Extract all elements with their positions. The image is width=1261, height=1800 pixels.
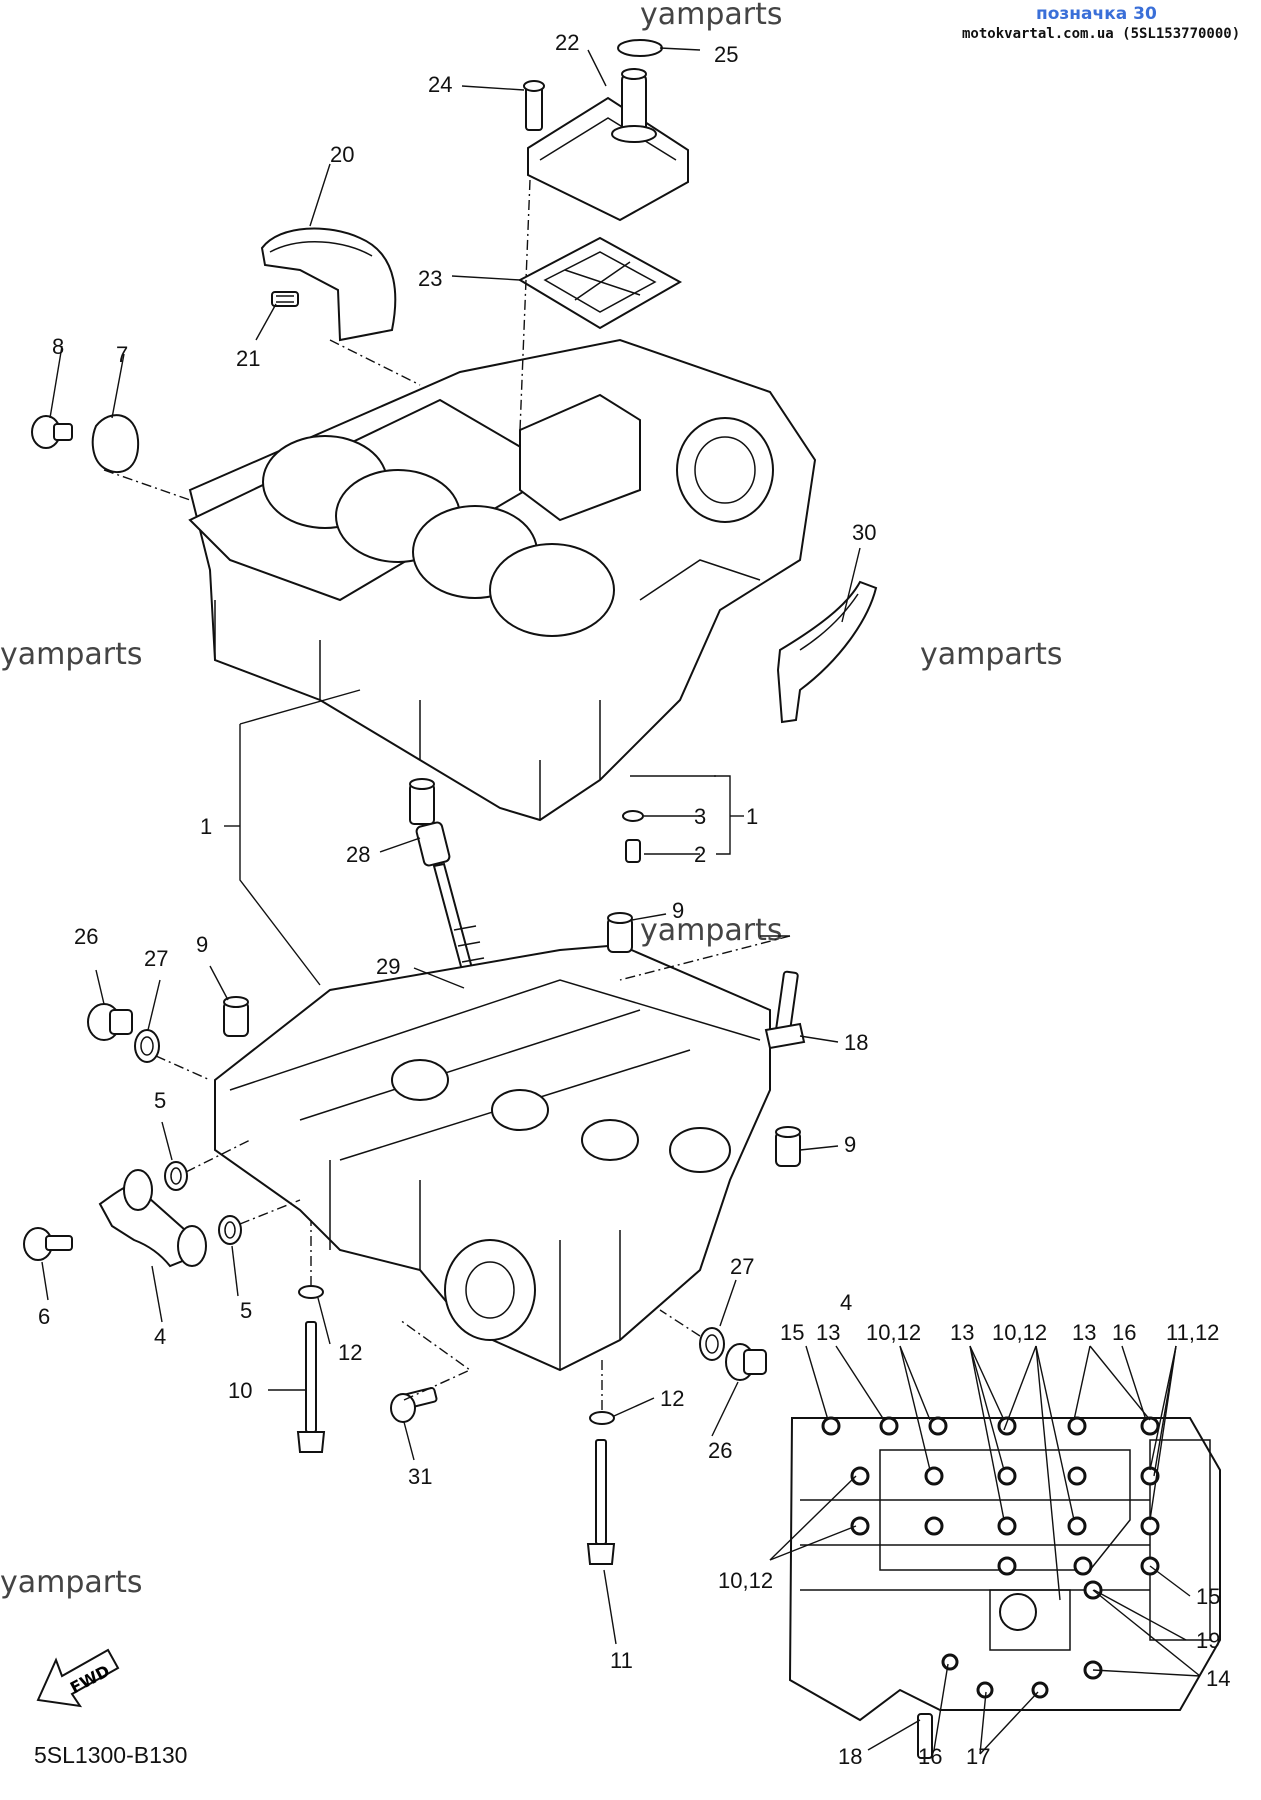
callout-9-right: 9 <box>844 1132 856 1157</box>
pipe-bolt <box>23 1227 73 1261</box>
upper-crankcase <box>188 338 817 822</box>
dowel-pin-small <box>625 839 641 863</box>
bolt-31 <box>390 1387 438 1423</box>
callout-12-left: 12 <box>338 1340 362 1365</box>
washer-12-left <box>298 1285 324 1299</box>
callout-5-upper: 5 <box>154 1088 166 1113</box>
lower-crankcase <box>214 943 771 1372</box>
inset-bolt-pattern <box>788 1416 1221 1759</box>
callout-28: 28 <box>346 842 370 867</box>
washer-left <box>134 1029 160 1063</box>
callout-23: 23 <box>418 266 442 291</box>
callout-9-left: 9 <box>196 932 208 957</box>
callout-31: 31 <box>408 1464 432 1489</box>
callout-3: 3 <box>694 804 706 829</box>
diagram-code: 5SL1300-B130 <box>34 1742 188 1768</box>
watermark-left: yamparts <box>0 637 143 672</box>
callout-21: 21 <box>236 346 260 371</box>
cover-bolt <box>523 80 545 131</box>
dowel-pin-right <box>775 1126 801 1167</box>
callout-26-left: 26 <box>74 924 98 949</box>
pipe-o-ring-lower <box>218 1215 242 1245</box>
crankcase-cover <box>260 227 397 342</box>
washer-right <box>699 1327 725 1361</box>
callout-10: 10 <box>228 1378 252 1403</box>
callout-27-right: 27 <box>730 1254 754 1279</box>
inset-callout-10-12-a: 10,12 <box>866 1320 921 1345</box>
inset-callout-15-right: 15 <box>1196 1584 1220 1609</box>
callout-30: 30 <box>852 520 876 545</box>
inset-callout-18: 18 <box>838 1744 862 1769</box>
callout-4: 4 <box>154 1324 166 1349</box>
oil-dipstick <box>409 778 487 1002</box>
cover-screw <box>271 291 299 307</box>
long-bolt-10 <box>296 1321 326 1453</box>
drain-plug-left <box>87 1003 133 1041</box>
watermark-top: yamparts <box>640 0 783 32</box>
source-label: motokvartal.com.ua (5SL153770000) <box>962 26 1241 42</box>
oil-pipe <box>98 1169 207 1268</box>
leader-lines <box>41 47 1201 1755</box>
flange-bolt-18 <box>764 970 806 1050</box>
breather-cover <box>527 68 689 222</box>
chain-guide <box>776 580 878 724</box>
callout-29: 29 <box>376 954 400 979</box>
inset-callout-16-bottom: 16 <box>918 1744 942 1769</box>
inset-callout-11-12: 11,12 <box>1166 1320 1219 1345</box>
pipe-o-ring-upper <box>164 1161 188 1191</box>
callout-18: 18 <box>844 1030 868 1055</box>
watermark-bottom-left: yamparts <box>0 1565 143 1600</box>
small-o-ring <box>622 810 644 822</box>
long-bolt-11 <box>586 1439 616 1565</box>
page-title: позначка 30 <box>1036 4 1157 24</box>
inset-callout-10-12-b: 10,12 <box>992 1320 1047 1345</box>
callout-4-inset: 4 <box>840 1290 852 1315</box>
breather-gasket <box>517 236 683 330</box>
callout-22: 22 <box>555 30 579 55</box>
inset-callout-labels: 15 13 10,12 13 10,12 13 16 11,12 10,12 1… <box>718 1320 1230 1769</box>
inset-callout-10-12-c: 10,12 <box>718 1568 773 1593</box>
callout-7: 7 <box>116 342 128 367</box>
callout-12-right: 12 <box>660 1386 684 1411</box>
inset-callout-17: 17 <box>966 1744 990 1769</box>
drain-plug-right <box>725 1343 767 1381</box>
callout-5-lower: 5 <box>240 1298 252 1323</box>
watermark-center: yamparts <box>640 913 783 948</box>
callout-2: 2 <box>694 842 706 867</box>
inset-callout-19: 19 <box>1196 1628 1220 1653</box>
plug-bolt <box>31 415 73 449</box>
callout-9-top: 9 <box>672 898 684 923</box>
dowel-pin-left <box>223 996 249 1037</box>
callout-6: 6 <box>38 1304 50 1329</box>
inset-callout-13-b: 13 <box>950 1320 974 1345</box>
inset-callout-15-top: 15 <box>780 1320 804 1345</box>
inset-callout-16-top: 16 <box>1112 1320 1136 1345</box>
callout-20: 20 <box>330 142 354 167</box>
fwd-arrow-icon: FWD <box>36 1648 120 1708</box>
callout-24: 24 <box>428 72 452 97</box>
callout-1-left: 1 <box>200 814 212 839</box>
dowel-pin-top <box>607 912 633 953</box>
washer-12-right <box>589 1411 615 1425</box>
callout-27-left: 27 <box>144 946 168 971</box>
inset-callout-14: 14 <box>1206 1666 1230 1691</box>
watermark-right: yamparts <box>920 637 1063 672</box>
inset-callout-13-a: 13 <box>816 1320 840 1345</box>
callout-labels: 22 25 24 20 23 21 8 7 30 3 1 2 1 28 29 9… <box>38 30 876 1673</box>
o-ring <box>617 39 663 57</box>
callout-8: 8 <box>52 334 64 359</box>
callout-26-right: 26 <box>708 1438 732 1463</box>
callout-1-right: 1 <box>746 804 758 829</box>
callout-25: 25 <box>714 42 738 67</box>
small-cover <box>91 414 140 473</box>
inset-callout-13-c: 13 <box>1072 1320 1096 1345</box>
callout-11: 11 <box>610 1648 633 1673</box>
